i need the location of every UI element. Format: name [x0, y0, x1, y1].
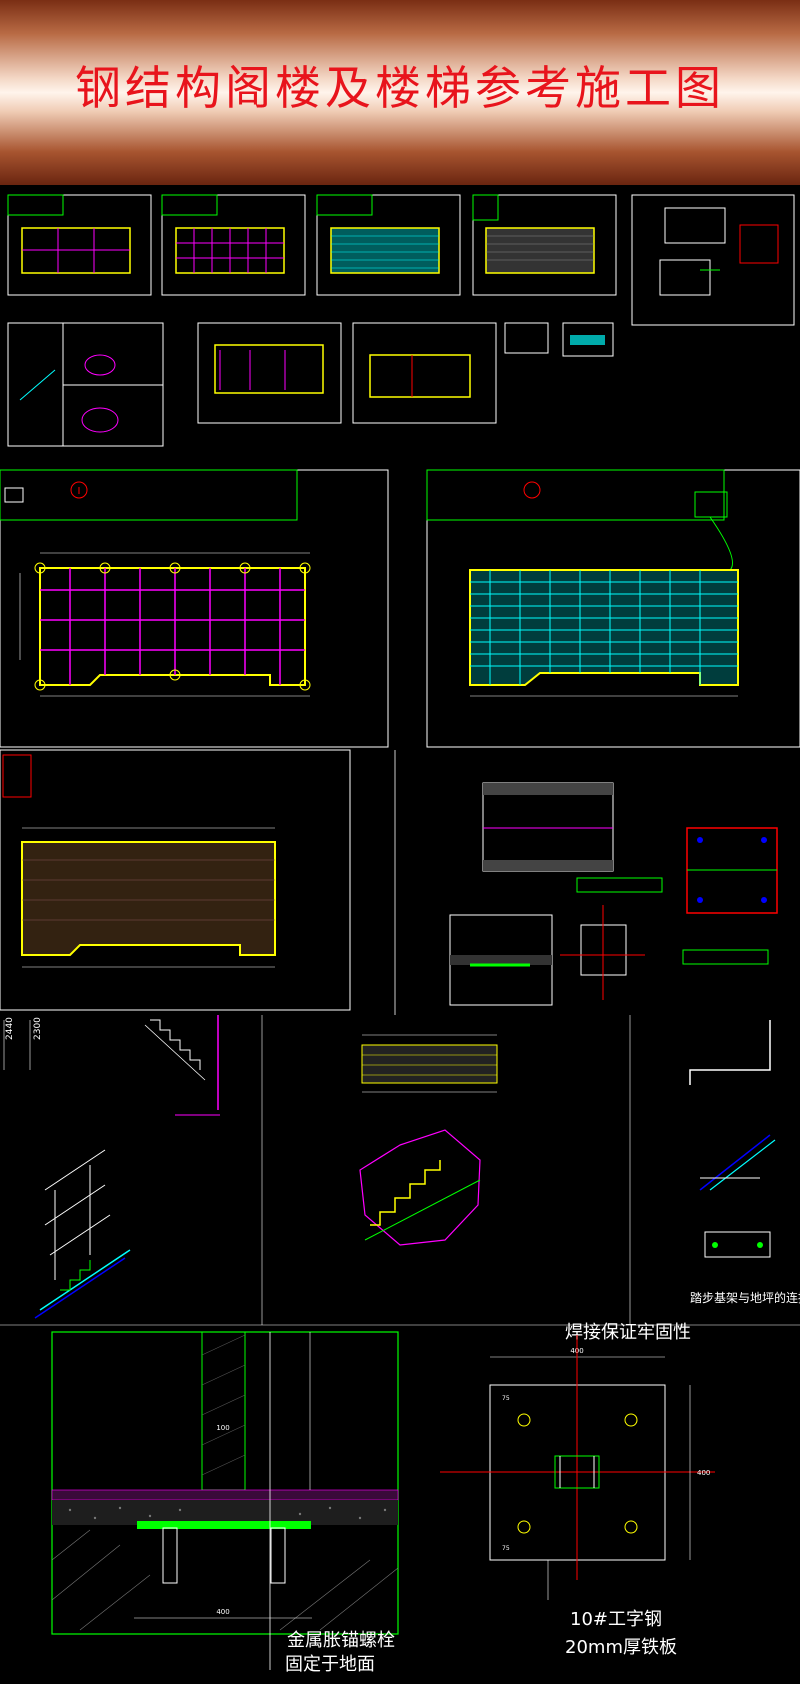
thumb-stair-details	[7, 322, 164, 447]
base-plate-detail: 焊接保证牢固性 400 75 75 400	[440, 1322, 715, 1600]
thumb-plan-5	[197, 322, 342, 424]
plate-dim-side: 400	[697, 1469, 710, 1477]
ibeam-caption: 10#工字钢	[570, 1609, 662, 1630]
thumb-detail-2	[504, 322, 614, 357]
stair-bracket-detail: 踏步基架与地坪的连接	[689, 1020, 800, 1305]
ibeam-dim: 100	[216, 1424, 229, 1432]
plan-beam-layout: I	[0, 469, 389, 748]
thumb-plan-3	[316, 194, 461, 296]
edge-dim-b: 75	[502, 1545, 510, 1552]
bolt-dim: 400	[216, 1608, 229, 1616]
stair-dim-2: 2300	[33, 1017, 43, 1040]
weld-point-octagon	[359, 1129, 481, 1246]
stair-dim-1: 2440	[5, 1017, 15, 1040]
tread-detail	[361, 1034, 498, 1093]
stair-railing	[34, 1149, 131, 1319]
cad-drawing-sheet: I	[0, 185, 800, 1680]
thumb-plan-4	[472, 194, 617, 296]
thumb-plan-1	[7, 194, 152, 296]
bolt-caption-line2: 固定于地面	[285, 1654, 375, 1675]
thumb-plan-6	[352, 322, 497, 424]
plan-floor-plate	[0, 749, 351, 1011]
thumb-detail-1	[631, 194, 795, 326]
edge-dim-a: 75	[502, 1395, 510, 1402]
plan-joist-layout	[426, 469, 800, 748]
page-title: 钢结构阁楼及楼梯参考施工图	[75, 61, 725, 115]
stair-detail-caption: 踏步基架与地坪的连接	[690, 1290, 800, 1305]
stair-elevation: 2440 2300	[3, 1015, 220, 1116]
weld-caption: 焊接保证牢固性	[565, 1322, 691, 1343]
title-banner: 钢结构阁楼及楼梯参考施工图	[0, 0, 800, 185]
plate-caption: 20mm厚铁板	[565, 1637, 677, 1658]
svg-text:I: I	[78, 486, 81, 497]
anchor-bolt-detail: 400 100	[51, 1331, 399, 1670]
thumb-plan-2	[161, 194, 306, 296]
bolt-caption-line1: 金属胀锚螺栓	[287, 1630, 395, 1651]
section-detail	[449, 782, 663, 1006]
cad-drawing-canvas: I	[0, 185, 800, 1680]
plate-weld-detail	[682, 827, 778, 965]
